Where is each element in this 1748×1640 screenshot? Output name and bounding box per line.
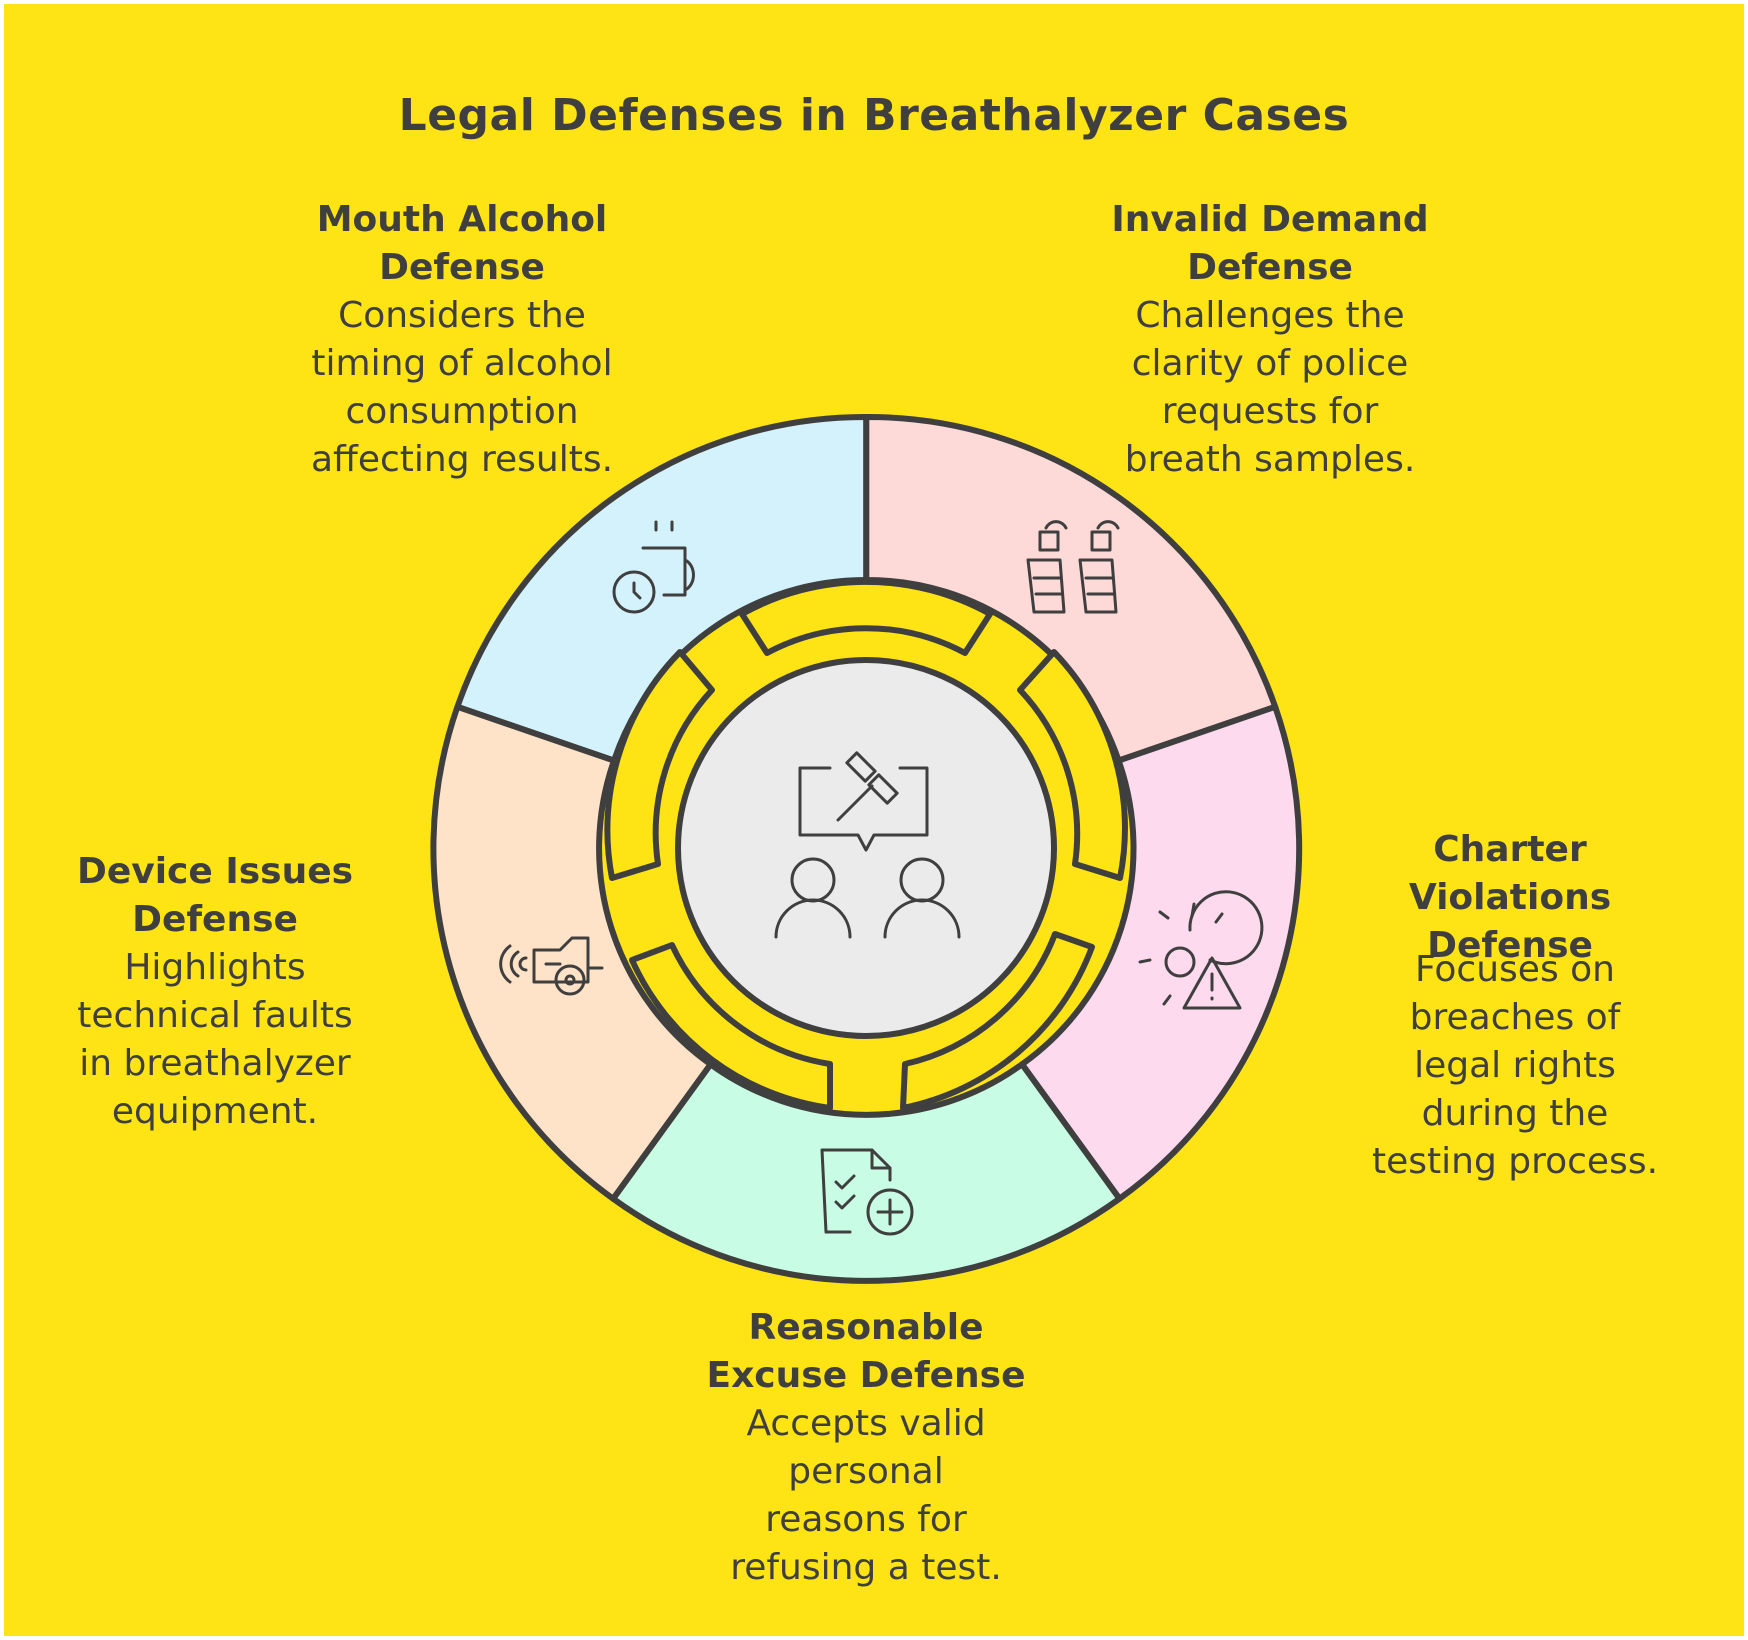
inner-ring-arc-top: [739, 578, 993, 656]
description-charter-violations: Focuses on breaches of legal rights duri…: [1371, 949, 1659, 1182]
heading-reasonable-excuse: Reasonable Excuse Defense: [706, 1307, 1026, 1396]
segment-reasonable-excuse: [610, 1061, 1123, 1284]
checklist-add-icon: [820, 1148, 914, 1236]
breathalyzer-device-icon: [499, 936, 604, 996]
heading-mouth-alcohol: Mouth Alcohol Defense: [316, 199, 608, 288]
description-invalid-demand: Challenges the clarity of police request…: [1124, 295, 1416, 480]
inner-ring-arc-upper-right: [1017, 649, 1128, 881]
description-reasonable-excuse: Accepts valid personal reasons for refus…: [730, 1403, 1002, 1588]
breath-samples-icon: [1026, 520, 1120, 614]
legal-discussion-icon: [774, 751, 961, 939]
description-device-issues: Highlights technical faults in breathaly…: [77, 947, 353, 1132]
description-mouth-alcohol: Considers the timing of alcohol consumpt…: [310, 295, 614, 480]
segment-charter-violations: [1019, 703, 1303, 1202]
label-charter-violations: Charter Violations Defense: [1360, 826, 1660, 970]
heading-charter-violations: Charter Violations Defense: [1408, 829, 1612, 966]
inner-ring-arc-lower-right: [900, 931, 1095, 1111]
label-mouth-alcohol: Mouth Alcohol Defense Considers the timi…: [262, 196, 662, 484]
heading-device-issues: Device Issues Defense: [76, 851, 354, 940]
heading-invalid-demand: Invalid Demand Defense: [1111, 199, 1429, 288]
gear-warning-icon: [1138, 890, 1264, 1010]
inner-ring-arc-lower-left: [629, 942, 833, 1111]
inner-ring-arc-upper-left: [604, 649, 715, 881]
diagram-title: Legal Defenses in Breathalyzer Cases: [398, 90, 1350, 141]
mug-timer-icon: [612, 520, 695, 614]
label-device-issues: Device Issues Defense Highlights technic…: [30, 848, 400, 1136]
segment-invalid-demand: [863, 413, 1279, 764]
label-reasonable-excuse: Reasonable Excuse Defense Accepts valid …: [666, 1304, 1066, 1592]
segment-device-issues: [430, 703, 714, 1202]
label-invalid-demand: Invalid Demand Defense Challenges the cl…: [1070, 196, 1470, 484]
